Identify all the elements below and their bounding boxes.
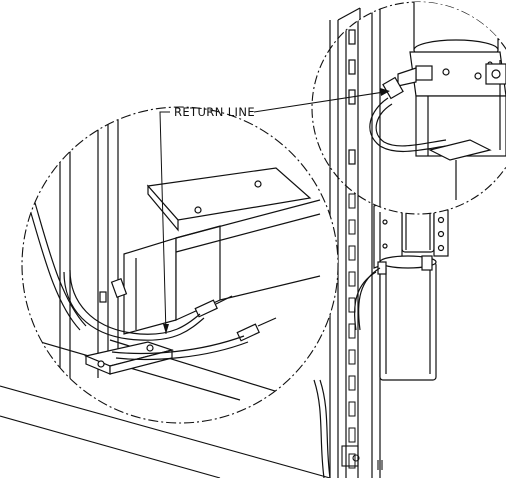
column-slots <box>348 167 356 469</box>
column-base <box>341 445 383 470</box>
top-detail-view <box>311 1 506 215</box>
column-slot <box>348 401 356 417</box>
hose-main <box>313 267 381 478</box>
column-slot <box>348 297 356 313</box>
column-slot <box>348 349 356 365</box>
power-unit <box>373 185 449 381</box>
column-slot <box>348 323 356 339</box>
column-slot <box>348 193 356 209</box>
column-slot <box>348 375 356 391</box>
left-detail-view <box>21 106 339 424</box>
column-slot <box>348 427 356 443</box>
column-slot <box>348 245 356 261</box>
column-slot <box>348 271 356 287</box>
return-line-callout: RETURN LINE <box>159 88 390 335</box>
column-slot <box>348 219 356 235</box>
floor-lines <box>0 385 331 478</box>
return-line-label: RETURN LINE <box>174 105 255 119</box>
